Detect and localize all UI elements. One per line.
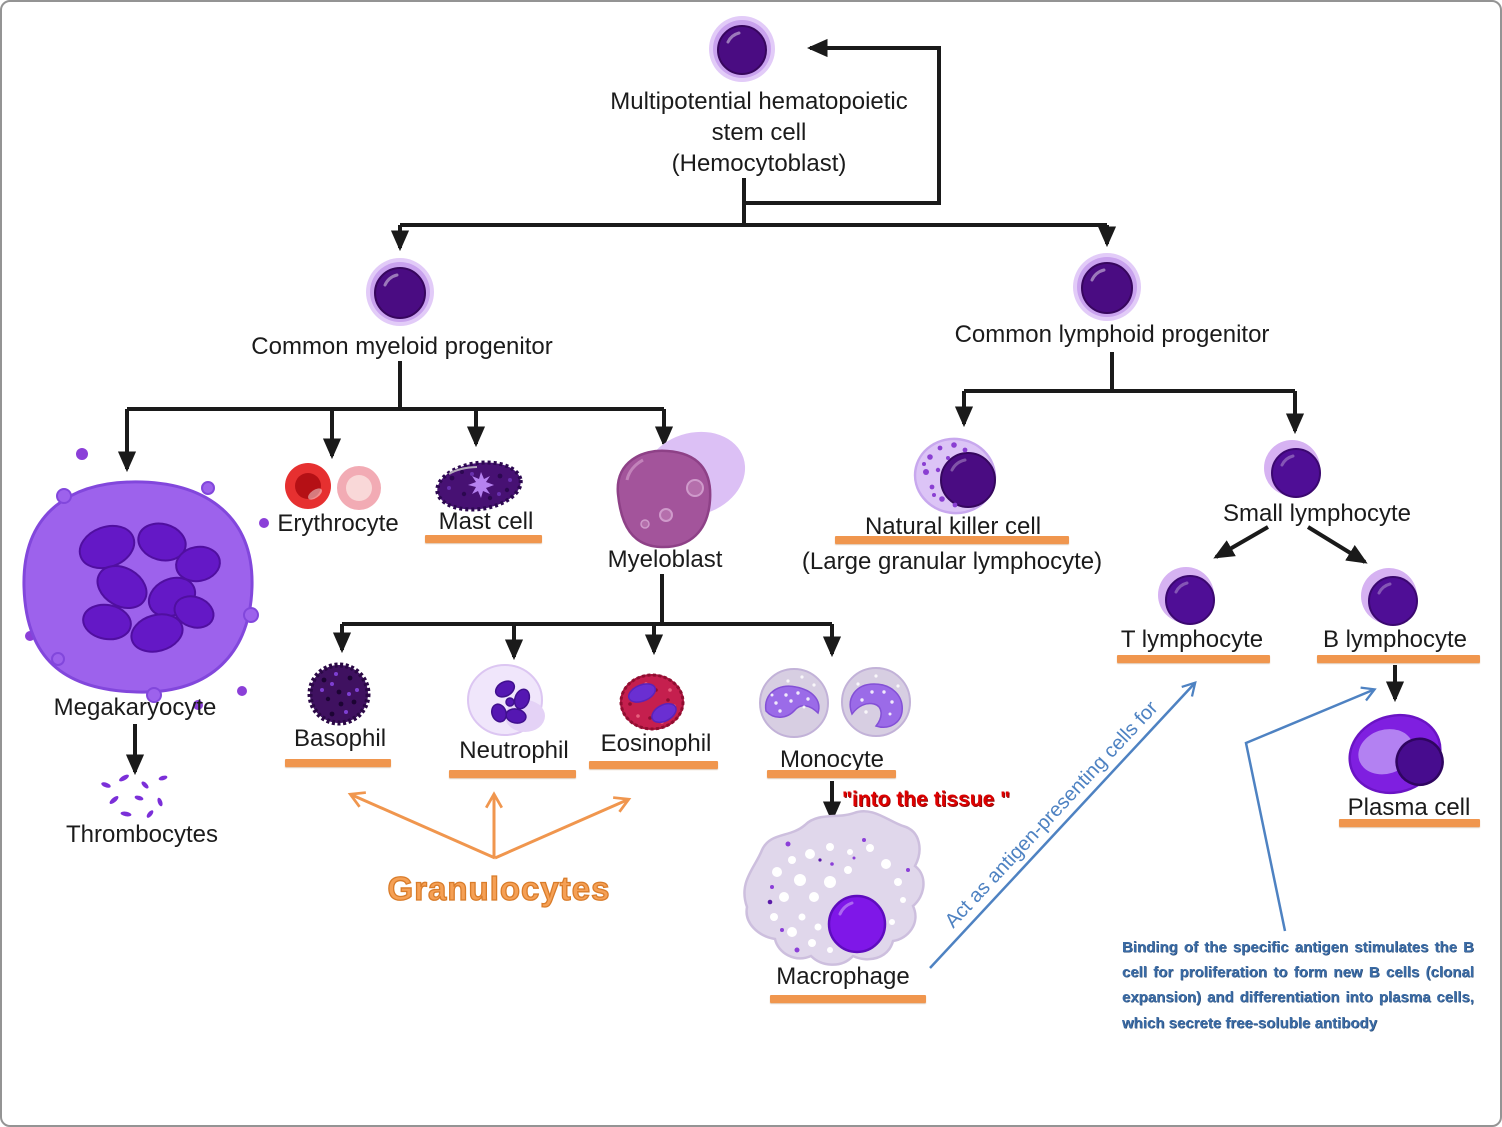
b-lymphocyte-underline <box>1317 655 1480 663</box>
stem-cell-label-line1: Multipotential hematopoietic <box>610 88 908 115</box>
connector-self-renewal-loop <box>742 38 941 225</box>
connector-root-branch <box>390 223 1117 252</box>
connector-lymphoid-branch <box>954 352 1305 435</box>
t-lymphocyte-label: T lymphocyte <box>1120 626 1264 653</box>
basophil-label: Basophil <box>293 725 387 752</box>
stem-cell-icon <box>709 16 775 82</box>
b-lymphocyte-icon <box>1361 568 1418 626</box>
megakaryocyte-icon <box>22 448 269 710</box>
monocyte-underline <box>767 770 896 778</box>
mast-cell-label: Mast cell <box>438 508 534 535</box>
basophil-underline <box>285 759 391 767</box>
b-binding-arrow <box>1244 686 1377 932</box>
nk-cell-label: Natural killer cell <box>864 513 1042 540</box>
b-lymphocyte-label: B lymphocyte <box>1322 626 1468 653</box>
monocyte-icon <box>759 667 911 738</box>
small-lymphocyte-label: Small lymphocyte <box>1222 500 1412 527</box>
myeloid-progenitor-label: Common myeloid progenitor <box>251 333 553 360</box>
neutrophil-label: Neutrophil <box>459 737 569 764</box>
nk-cell-sublabel: (Large granular lymphocyte) <box>801 548 1103 575</box>
stem-cell-label-line3: (Hemocytoblast) <box>671 150 847 177</box>
connector-myeloblast-branch <box>332 574 842 661</box>
eosinophil-label: Eosinophil <box>600 730 712 757</box>
apc-arrow <box>929 681 1197 969</box>
nk-cell-underline <box>835 536 1069 544</box>
macrophage-underline <box>770 995 926 1003</box>
lymphoid-progenitor-icon <box>1073 253 1141 321</box>
mast-cell-underline <box>425 535 542 543</box>
myeloid-progenitor-icon <box>366 258 434 326</box>
b-binding-note: Binding of the specific antigen stimulat… <box>1122 939 1474 1032</box>
lymphoid-progenitor-label: Common lymphoid progenitor <box>954 321 1270 348</box>
erythrocyte-icon <box>285 463 381 510</box>
t-lymphocyte-underline <box>1117 655 1270 663</box>
myeloblast-label: Myeloblast <box>607 546 723 573</box>
monocyte-label: Monocyte <box>779 746 885 773</box>
t-lymphocyte-icon <box>1158 567 1215 625</box>
macrophage-label: Macrophage <box>776 963 910 990</box>
connector-myeloid-branch <box>117 361 674 473</box>
connector-small-lymphocyte-branch <box>1213 525 1368 564</box>
granulocytes-label: Granulocytes <box>387 869 611 907</box>
megakaryocyte-label: Megakaryocyte <box>53 694 217 721</box>
eosinophil-underline <box>589 761 718 769</box>
small-lymphocyte-icon <box>1264 440 1321 498</box>
stem-cell-label-line2: stem cell <box>711 119 807 146</box>
erythrocyte-label: Erythrocyte <box>277 510 399 537</box>
thrombocytes-icon <box>101 774 168 818</box>
into-tissue-note: "into the tissue " <box>842 788 1011 811</box>
macrophage-icon <box>743 810 925 966</box>
granulocytes-arrows <box>347 791 632 860</box>
plasma-cell-label: Plasma cell <box>1347 794 1471 821</box>
nk-cell-icon <box>913 437 997 515</box>
plasma-cell-underline <box>1339 819 1480 827</box>
stem-cell-label: Multipotential hematopoietic stem cell (… <box>610 86 908 179</box>
myeloblast-icon <box>616 431 746 549</box>
thrombocytes-label: Thrombocytes <box>65 821 219 848</box>
mast-cell-icon <box>435 460 523 512</box>
neutrophil-icon <box>467 664 545 736</box>
basophil-icon <box>307 662 371 726</box>
neutrophil-underline <box>449 770 576 778</box>
eosinophil-icon <box>619 673 685 731</box>
plasma-cell-icon <box>1348 713 1444 795</box>
